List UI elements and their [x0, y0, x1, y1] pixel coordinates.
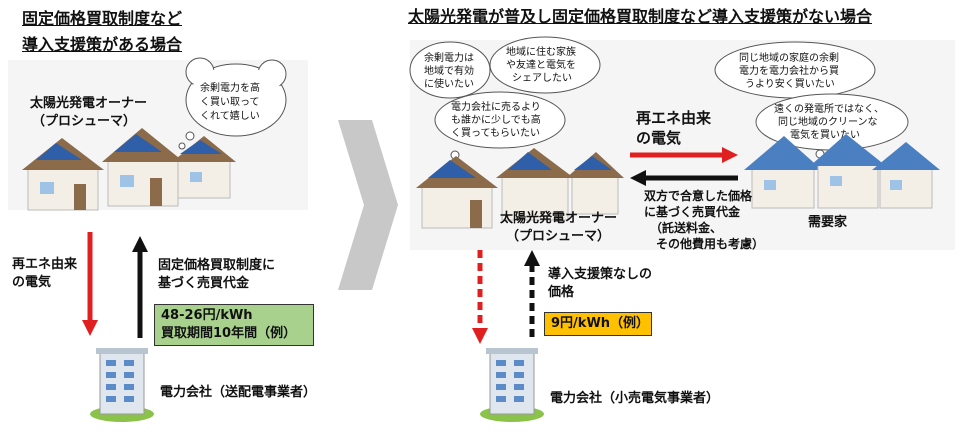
- left-electricity-label-line2: の電気: [12, 275, 52, 290]
- left-price-line2: 買取期間10年間（例）: [161, 326, 297, 341]
- left-payment-label-line2: 基づく売買代金: [158, 276, 250, 291]
- right-title: 太陽光発電が普及し固定価格買取制度など導入支援策がない場合: [408, 7, 873, 26]
- right-consumer-label: 需要家: [808, 215, 848, 230]
- right-price-value: 9円/kWh（例）: [551, 316, 650, 331]
- right-payment-label-line4: その他費用も考慮）: [656, 237, 765, 251]
- right-prosumer-label-line2: （プロシューマ）: [506, 229, 611, 244]
- left-bubble-text-line3: くれて嬉しい: [200, 111, 260, 122]
- right-bubble1-line2: 地域で有効: [424, 66, 474, 77]
- right-support-label-line1: 導入支援策なしの: [548, 267, 653, 282]
- right-bubble3-line1: 電力会社に売るより: [451, 102, 541, 113]
- left-payment-label-line1: 固定価格買取制度に: [158, 258, 276, 273]
- right-bubble4-line1: 同じ地域の家庭の余剰: [739, 53, 839, 64]
- right-electricity-label-line1: 再エネ由来: [636, 109, 712, 127]
- right-bubble5-line2: 同じ地域のクリーンな: [778, 117, 878, 128]
- right-bubble3-line3: く買ってもらいたい: [451, 128, 540, 139]
- left-bubble-text-line2: く買い取って: [200, 97, 260, 108]
- right-payment-label-line2: に基づく売買代金: [644, 205, 741, 219]
- right-bubble5-line1: 遠くの発電所ではなく、: [774, 104, 884, 115]
- right-bubble2-line2: や友達と電気を: [506, 60, 576, 71]
- right-prosumer-label-line1: 太陽光発電オーナー: [500, 211, 618, 226]
- right-payment-label-line1: 双方で合意した価格: [644, 189, 753, 203]
- left-utility-label: 電力会社（送配電事業者）: [160, 385, 317, 400]
- right-bubble2-line1: 地域に住む家族: [506, 47, 576, 58]
- right-bubble5-line3: 電気を買いたい: [790, 130, 860, 141]
- right-price-box: 9円/kWh（例）: [544, 312, 652, 336]
- right-bubble1-line3: に使いたい: [424, 79, 474, 90]
- right-bubble3-line2: も誰かに少しでも高: [451, 115, 541, 126]
- right-electricity-label-line2: の電気: [636, 129, 682, 147]
- left-electricity-label-line1: 再エネ由来: [12, 257, 78, 272]
- left-prosumer-label-line1: 太陽光発電オーナー: [30, 96, 148, 111]
- right-bubble2-line3: シェアしたい: [512, 73, 572, 84]
- right-bubble1-line1: 余剰電力は: [424, 53, 474, 64]
- right-utility-label: 電力会社（小売電気事業者）: [550, 391, 720, 406]
- right-bubble4-line3: うより安く買いたい: [745, 79, 835, 90]
- left-title-line1: 固定価格買取制度など: [22, 9, 183, 28]
- left-prosumer-label-line2: （プロシューマ）: [32, 114, 137, 129]
- right-bubble4-line2: 電力を電力会社から買: [739, 66, 839, 77]
- left-bubble-text-line1: 余剰電力を高: [200, 83, 260, 94]
- left-price-line1: 48-26円/kWh: [161, 308, 253, 323]
- right-support-label-line2: 価格: [548, 285, 575, 300]
- right-payment-label-line3: （託送料金、: [650, 221, 723, 235]
- left-title-line2: 導入支援策がある場合: [22, 35, 183, 54]
- left-price-box: 48-26円/kWh 買取期間10年間（例）: [154, 304, 314, 346]
